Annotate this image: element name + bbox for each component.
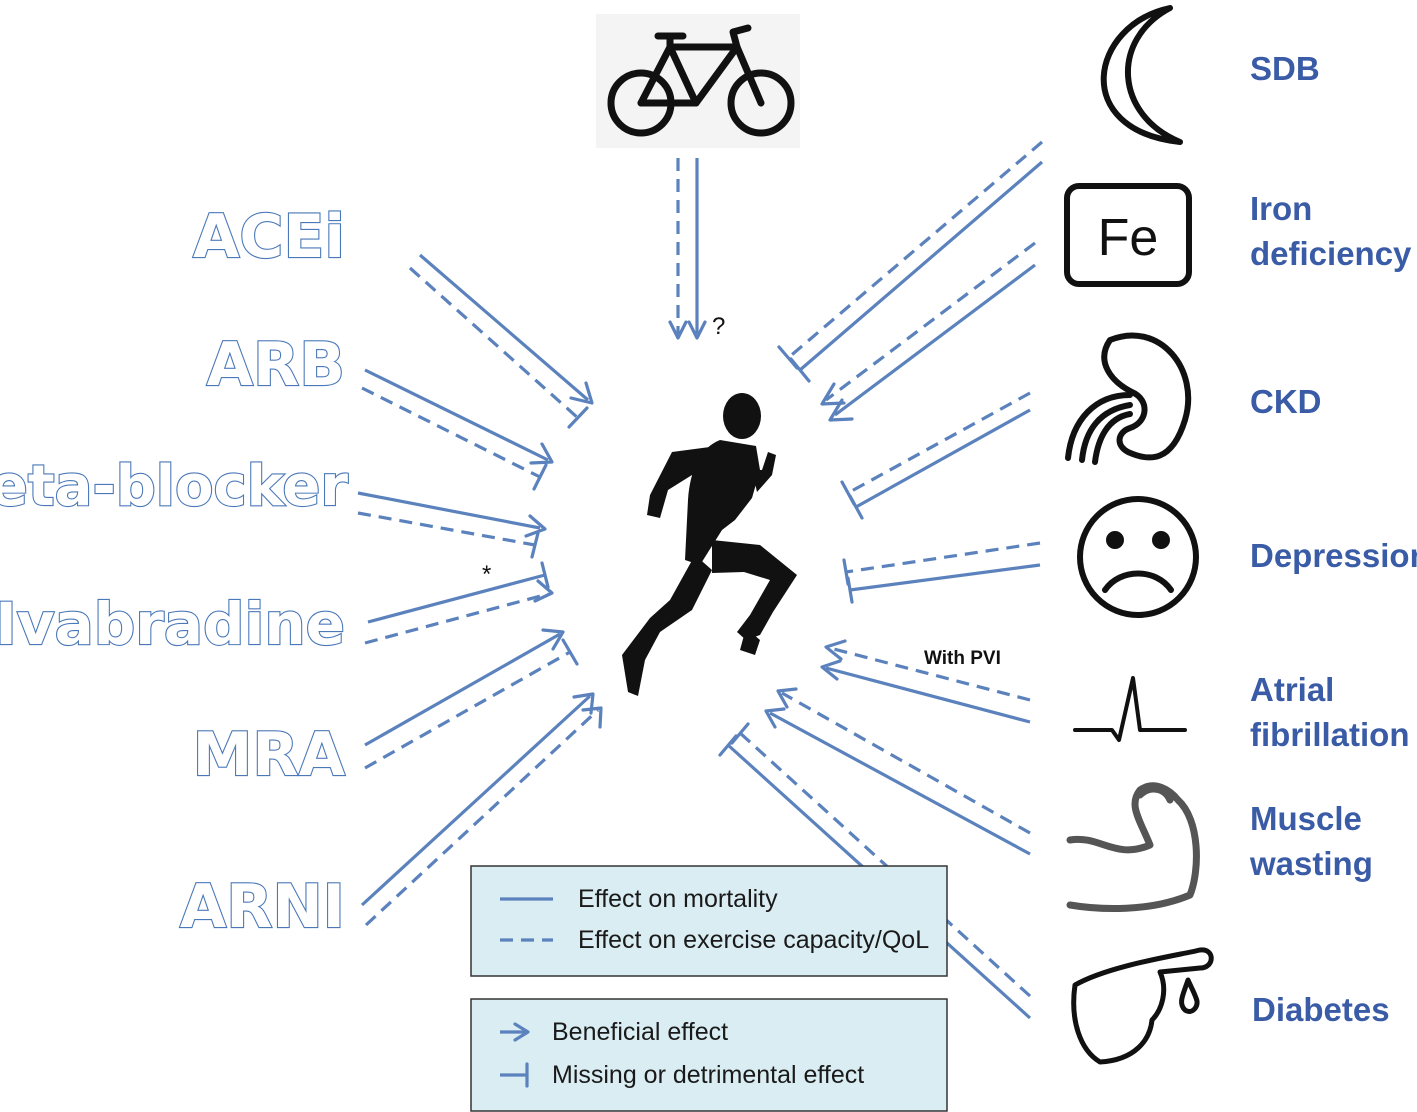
sdb-connector: [777, 140, 1044, 383]
exercise-connector: [668, 158, 707, 340]
condition-label-muscle-line1: Muscle: [1250, 800, 1362, 837]
mra-connector: [364, 628, 579, 770]
legend-line-style: Effect on mortality Effect on exercise c…: [470, 865, 948, 977]
kidney-icon: [1065, 332, 1192, 465]
drug-label-ivabradine: Ivabradine: [0, 590, 345, 658]
fe-box-text: Fe: [1098, 209, 1159, 267]
drug-label-acei: ACEi: [193, 202, 345, 272]
ivabradine-connector: [364, 561, 554, 645]
legend-effect-type: Beneficial effect Missing or detrimental…: [470, 998, 948, 1112]
beta-blocker-connector: [357, 491, 547, 559]
crescent-moon-icon: [1100, 5, 1183, 145]
condition-label-iron-line2: deficiency: [1250, 235, 1412, 272]
muscle-connector: [764, 687, 1031, 856]
drug-label-arni: ARNI: [180, 872, 345, 942]
depression-connector: [842, 541, 1041, 604]
legend-beneficial-label: Beneficial effect: [552, 1018, 728, 1046]
ecg-trace-icon: [1073, 676, 1187, 742]
ivabradine-asterisk: *: [482, 561, 491, 588]
ckd-connector: [840, 391, 1031, 520]
arni-connector: [360, 692, 603, 927]
drug-label-mra: MRA: [193, 720, 346, 790]
acei-connector: [408, 253, 594, 429]
with-pvi-note: With PVI: [924, 648, 1001, 669]
condition-label-ckd: CKD: [1250, 383, 1322, 420]
condition-label-sdb: SDB: [1250, 50, 1320, 87]
exercise-question-mark: ?: [712, 313, 725, 340]
running-man-icon: [622, 393, 797, 696]
condition-label-iron-line1: Iron: [1250, 190, 1312, 227]
condition-label-diabetes: Diabetes: [1252, 991, 1390, 1028]
condition-label-muscle-line2: wasting: [1249, 845, 1373, 882]
finger-blood-drop-icon: [1071, 947, 1214, 1065]
iron-connector: [820, 241, 1036, 422]
fe-box-icon: Fe: [1064, 183, 1192, 287]
af-connector: [820, 639, 1031, 724]
bicycle-panel: [596, 14, 800, 148]
arb-connector: [361, 368, 554, 491]
drug-label-arb: ARB: [207, 330, 345, 400]
bicycle-icon: [607, 24, 795, 137]
condition-label-af-line2: fibrillation: [1250, 716, 1410, 753]
legend-missing-label: Missing or detrimental effect: [552, 1061, 864, 1089]
legend-exercise-label: Effect on exercise capacity/QoL: [578, 926, 929, 954]
condition-label-depression: Depression: [1250, 537, 1417, 574]
flexed-arm-icon: [1066, 782, 1200, 913]
condition-label-af-line1: Atrial: [1250, 671, 1334, 708]
legend-mortality-label: Effect on mortality: [578, 885, 778, 913]
sad-face-icon: [1077, 496, 1199, 618]
